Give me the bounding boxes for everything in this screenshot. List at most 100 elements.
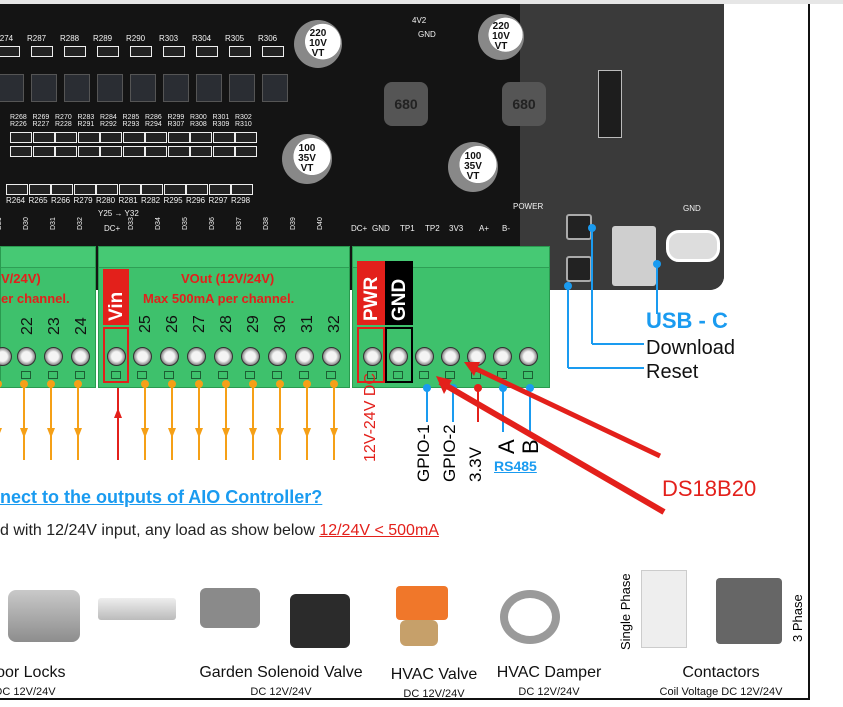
pcb-board: R274R287R288R289R290R303R304R305R306R268… xyxy=(0,4,724,290)
resistor xyxy=(167,146,190,157)
resistor xyxy=(51,184,73,195)
silk-4v2: 4V2 xyxy=(412,16,427,25)
output-arrow-down xyxy=(303,428,311,438)
silk-resistor-pair-label: R285 R293 xyxy=(122,114,140,128)
silk-connector-label: TP1 xyxy=(400,224,415,233)
reset-callout: Reset xyxy=(646,361,699,383)
wire-entry xyxy=(48,371,58,379)
wire-entry xyxy=(393,371,403,379)
silk-resistor-label: R266 xyxy=(51,196,71,205)
single-phase-contactor-image xyxy=(641,570,687,648)
resistor xyxy=(235,132,257,143)
left-block-title: V/24V) xyxy=(1,271,41,286)
pin-label-3v3: 3.3V xyxy=(466,447,485,482)
optocoupler-chip xyxy=(262,74,288,102)
gnd-tag: GND xyxy=(385,261,413,325)
resistor xyxy=(73,184,96,195)
silk-resistor-pair-label: R300 R308 xyxy=(190,114,207,128)
resistor xyxy=(10,132,32,143)
current-limit-warning: 12/24V < 500mA xyxy=(319,522,439,539)
terminal-screw xyxy=(295,347,314,366)
resistor xyxy=(118,184,141,195)
silk-resistor-label: R281 xyxy=(118,196,138,205)
silk-resistor-pair-label: R269 R227 xyxy=(32,114,50,128)
resistor xyxy=(167,132,190,143)
silk-resistor-label: R304 xyxy=(192,34,212,43)
door-lock-image xyxy=(8,590,80,642)
output-arrow-down xyxy=(249,428,257,438)
resistor xyxy=(100,146,122,157)
terminal-screw xyxy=(133,347,152,366)
resistor xyxy=(190,132,212,143)
three-phase-contactor-image xyxy=(716,578,782,644)
output-arrow-down xyxy=(141,428,149,438)
wire-entry xyxy=(272,371,282,379)
ds18b20-arrow-2 xyxy=(468,363,662,459)
terminal-screw xyxy=(241,347,260,366)
silk-power: POWER xyxy=(513,202,544,211)
silk-resistor-pair-label: R268 R226 xyxy=(10,114,27,128)
resistor xyxy=(122,146,145,157)
pin-label-b: B xyxy=(518,439,543,454)
device-spec: DC 12V/24V xyxy=(0,686,56,698)
resistor xyxy=(212,146,235,157)
resistor xyxy=(55,146,77,157)
wire-entry xyxy=(75,371,85,379)
device-spec: DC 12V/24V xyxy=(250,686,312,698)
window-top-edge xyxy=(0,0,843,4)
silk-resistor-label: R296 xyxy=(186,196,206,205)
optocoupler-chip xyxy=(196,74,222,102)
resistor xyxy=(186,184,208,195)
resistor xyxy=(32,132,55,143)
resistor xyxy=(130,46,152,57)
silk-resistor-label: R295 xyxy=(163,196,183,205)
usb-c-callout: USB - C xyxy=(646,308,728,333)
silk-resistor-label: R298 xyxy=(231,196,251,205)
hvac-valve-image xyxy=(396,586,448,620)
capacitor-e1: 100 35V VT xyxy=(282,134,332,184)
silk-connector-label: GND xyxy=(372,224,390,233)
section-heading: nect to the outputs of AIO Controller? xyxy=(0,487,323,507)
resistor xyxy=(196,46,218,57)
resistor xyxy=(10,146,32,157)
vin-arrow-up xyxy=(114,408,122,418)
resistor xyxy=(32,146,55,157)
wire-entry xyxy=(367,371,377,379)
resistor xyxy=(145,132,167,143)
terminal-screw xyxy=(17,347,36,366)
terminal-block-power-io: PWR GND xyxy=(352,246,550,388)
usb-dot xyxy=(653,260,661,268)
silk-resistor-label: R288 xyxy=(60,34,80,43)
terminal-screw xyxy=(322,347,341,366)
terminal-screw xyxy=(415,347,434,366)
capacitor-e2: 220 10V VT xyxy=(294,20,342,68)
resistor xyxy=(163,46,185,57)
wire-entry xyxy=(445,371,455,379)
device-name: Contactors xyxy=(682,664,760,681)
silk-gnd-right: GND xyxy=(683,204,701,213)
vout-subtitle: Max 500mA per channel. xyxy=(143,291,295,306)
terminal-screw xyxy=(519,347,538,366)
vout-title: VOut (12V/24V) xyxy=(181,271,275,286)
terminal-screw-vin xyxy=(107,347,126,366)
vin-tag: Vin xyxy=(103,269,129,325)
download-callout: Download xyxy=(646,337,735,359)
wire-entry xyxy=(137,371,147,379)
gnd-terminal-highlight xyxy=(385,327,413,383)
download-dot xyxy=(588,224,596,232)
wire-entry xyxy=(523,371,533,379)
wire-entry xyxy=(164,371,174,379)
silk-connector-label: 3V3 xyxy=(449,224,464,233)
silk-resistor-pair-label: R270 R228 xyxy=(55,114,72,128)
mounting-slot xyxy=(666,230,720,262)
silk-resistor-label: R282 xyxy=(141,196,161,205)
silk-resistor-pair-label: R299 R307 xyxy=(167,114,185,128)
terminal-screw xyxy=(160,347,179,366)
resistor xyxy=(231,184,253,195)
output-arrow-down xyxy=(195,428,203,438)
resistor xyxy=(64,46,86,57)
inductor-l1: 680 xyxy=(384,82,428,126)
resistor xyxy=(262,46,284,57)
device-name: Garden Solenoid Valve xyxy=(199,664,363,681)
garden-valve-image xyxy=(200,588,260,628)
